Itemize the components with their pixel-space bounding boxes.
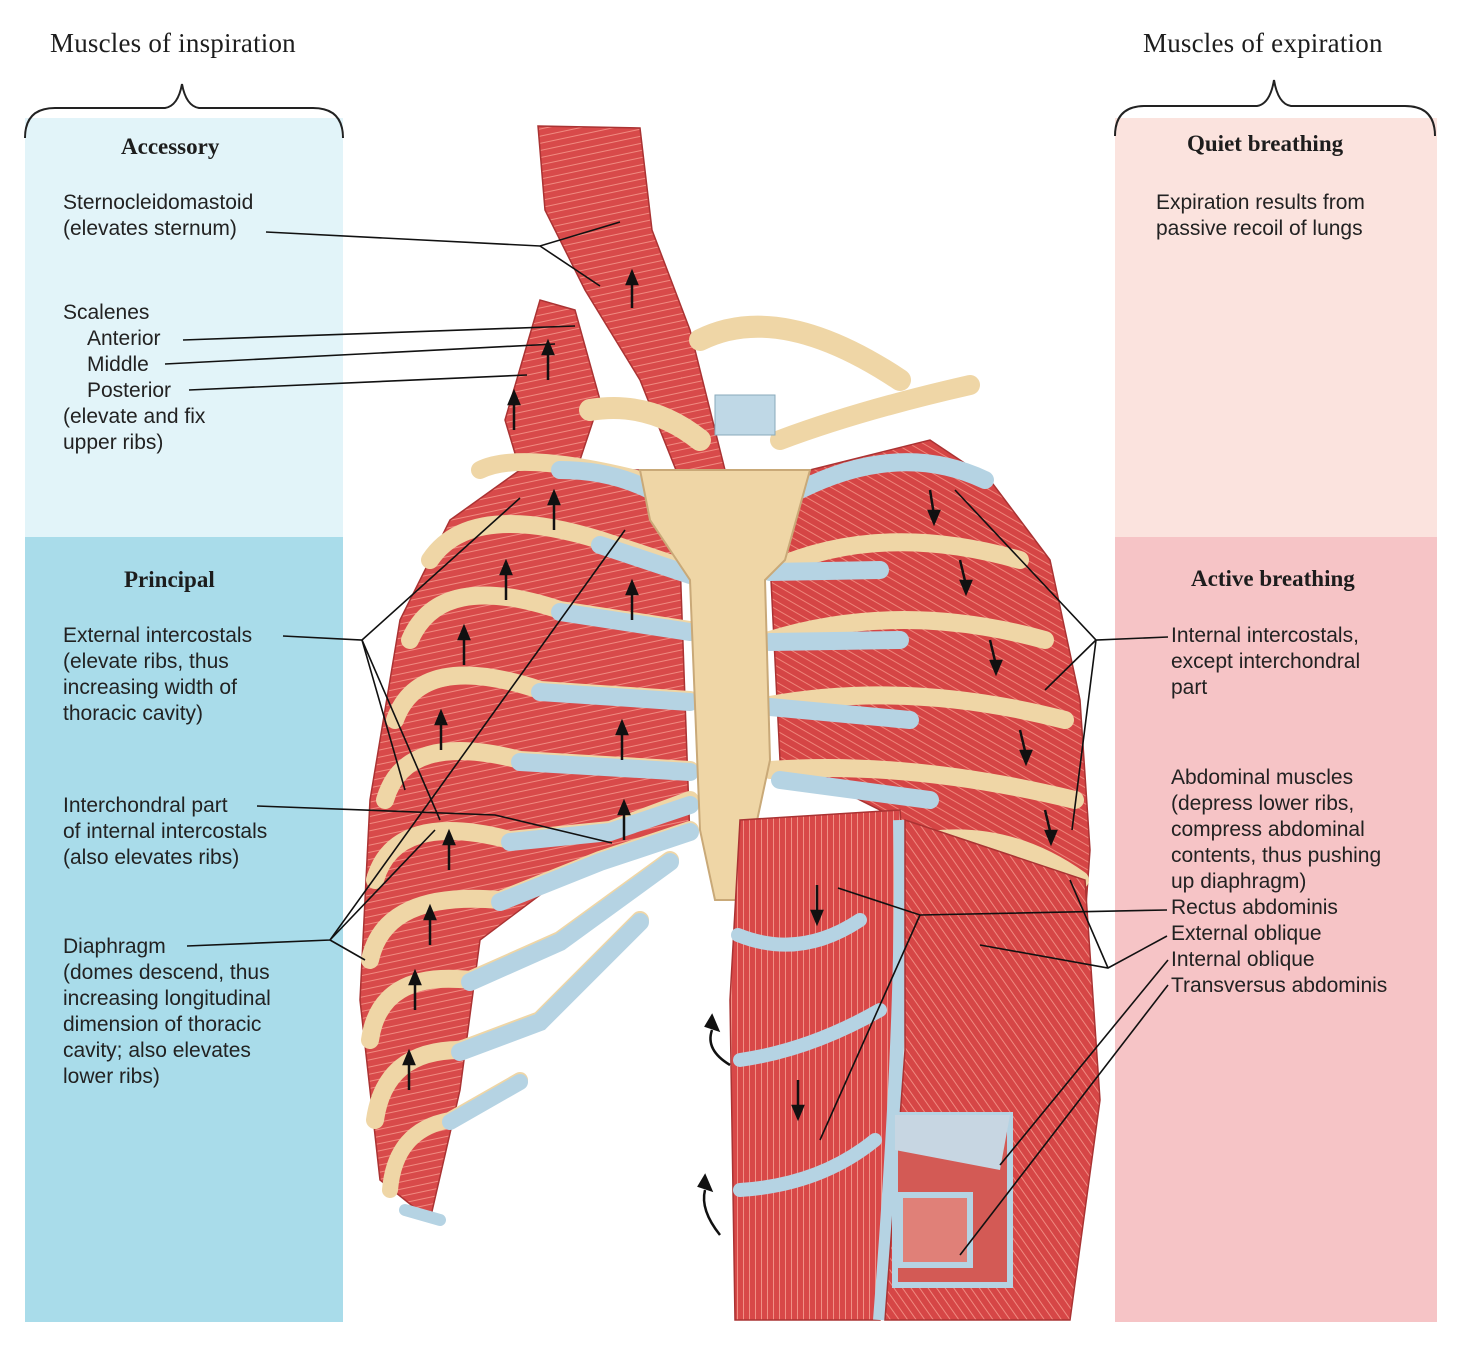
inspiration-bracket: [24, 83, 344, 139]
inspiration-heading: Muscles of inspiration: [50, 28, 296, 58]
left-leader-lines: [164, 221, 626, 961]
active-breathing-title: Active breathing: [1191, 566, 1355, 591]
abdominal-muscles-label: Abdominal muscles (depress lower ribs, c…: [1171, 766, 1388, 997]
principal-panel: [25, 537, 343, 1322]
scalene-middle-label: Middle: [87, 353, 149, 376]
scalene-anterior-label: Anterior: [87, 327, 161, 350]
active-breathing-panel: [1115, 537, 1437, 1322]
sternocleidomastoid-label: Sternocleidomastoid (elevates sternum): [63, 191, 254, 240]
external-oblique-label: External oblique: [1171, 922, 1322, 945]
principal-title: Principal: [124, 567, 215, 592]
right-ribs: [761, 453, 1089, 889]
expiration-heading: Muscles of expiration: [1143, 28, 1383, 58]
quiet-breathing-title: Quiet breathing: [1187, 131, 1344, 156]
linea-semilunaris: [873, 819, 908, 1321]
scalene-muscles: [504, 299, 601, 471]
left-ribs: [361, 453, 699, 1226]
right-leader-lines: [819, 489, 1169, 1256]
external-intercostals-label: External intercostals (elevate ribs, thu…: [63, 624, 253, 725]
quiet-breathing-text: Expiration results from passive recoil o…: [1156, 191, 1365, 240]
clavicles: [579, 315, 980, 451]
quiet-breathing-panel: [1115, 118, 1437, 538]
expiration-bracket: [1114, 79, 1436, 137]
rectus-tendinous-intersections: [731, 913, 887, 1197]
diaphragm-label: Diaphragm (domes descend, thus increasin…: [63, 935, 271, 1088]
rotation-arrows: [697, 1013, 731, 1236]
accessory-title: Accessory: [121, 134, 220, 159]
muscle-action-arrows: [402, 268, 1058, 1122]
scalenes-label: Scalenes Anterior Middle Posterior (elev…: [63, 301, 206, 454]
transversus-abdominis-window: [897, 1192, 973, 1268]
scalene-posterior-label: Posterior: [87, 379, 172, 402]
internal-intercostals-label: Internal intercostals, except interchond…: [1171, 624, 1361, 699]
internal-oblique-label: Internal oblique: [1171, 948, 1315, 971]
interchondral-label: Interchondral part of internal intercost…: [63, 794, 268, 869]
accessory-panel: [25, 118, 343, 538]
rectus-abdominis-label: Rectus abdominis: [1171, 896, 1338, 919]
transversus-abdominis-label: Transversus abdominis: [1171, 974, 1388, 997]
